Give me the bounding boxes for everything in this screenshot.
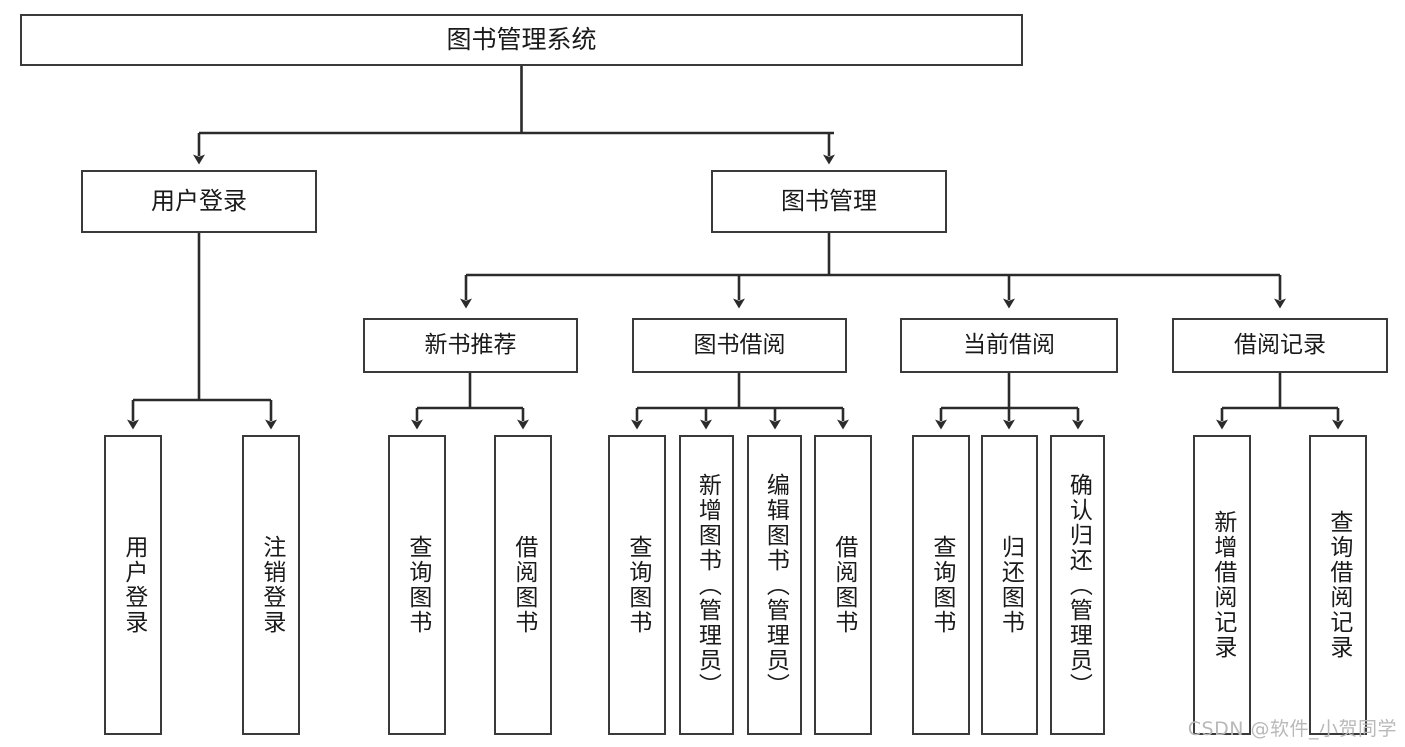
leaf-user-login-login[interactable]: 用户登录 — [104, 435, 162, 735]
node-label: 查询图书 — [624, 535, 651, 635]
node-new-book-recommend[interactable]: 新书推荐 — [363, 318, 578, 373]
leaf-current-borrow-query-book[interactable]: 查询图书 — [912, 435, 970, 735]
node-current-borrow[interactable]: 当前借阅 — [900, 318, 1118, 373]
node-label: 图书管理系统 — [446, 25, 597, 54]
node-label: 新增借阅记录 — [1209, 510, 1236, 660]
node-label: 用户登录 — [120, 535, 147, 635]
node-book-borrow[interactable]: 图书借阅 — [632, 318, 847, 373]
node-label: 注销登录 — [258, 535, 285, 635]
node-book-management[interactable]: 图书管理 — [711, 170, 947, 233]
leaf-new-book-borrow-book[interactable]: 借阅图书 — [494, 435, 552, 735]
leaf-borrow-record-add-record[interactable]: 新增借阅记录 — [1193, 435, 1251, 735]
node-root-book-management-system[interactable]: 图书管理系统 — [20, 14, 1023, 66]
leaf-book-borrow-add-book-admin[interactable]: 新增图书（管理员） — [679, 435, 734, 735]
leaf-new-book-query-book[interactable]: 查询图书 — [388, 435, 446, 735]
node-label: 编辑图书（管理员） — [762, 472, 789, 698]
leaf-book-borrow-borrow-book[interactable]: 借阅图书 — [814, 435, 872, 735]
leaf-borrow-record-query-record[interactable]: 查询借阅记录 — [1309, 435, 1367, 735]
node-label: 图书管理 — [781, 187, 877, 216]
leaf-current-borrow-return-book[interactable]: 归还图书 — [981, 435, 1038, 735]
node-label: 查询图书 — [928, 535, 955, 635]
node-label: 图书借阅 — [693, 331, 786, 358]
node-label: 新书推荐 — [424, 331, 517, 358]
node-label: 用户登录 — [151, 187, 247, 216]
node-label: 查询图书 — [404, 535, 431, 635]
node-user-login[interactable]: 用户登录 — [81, 170, 317, 233]
node-label: 借阅图书 — [830, 535, 857, 635]
node-label: 查询借阅记录 — [1325, 510, 1352, 660]
leaf-current-borrow-confirm-return-admin[interactable]: 确认归还（管理员） — [1050, 435, 1105, 735]
leaf-book-borrow-query-book[interactable]: 查询图书 — [608, 435, 666, 735]
watermark-text: CSDN @软件_小贺同学 — [1187, 718, 1397, 740]
node-label: 当前借阅 — [963, 331, 1055, 358]
node-label: 借阅记录 — [1234, 331, 1326, 358]
node-label: 确认归还（管理员） — [1065, 472, 1092, 698]
node-label: 新增图书（管理员） — [694, 472, 721, 698]
node-label: 借阅图书 — [510, 535, 537, 635]
leaf-book-borrow-edit-book-admin[interactable]: 编辑图书（管理员） — [747, 435, 802, 735]
leaf-user-login-logout[interactable]: 注销登录 — [242, 435, 300, 735]
node-borrow-record[interactable]: 借阅记录 — [1172, 318, 1388, 373]
node-label: 归还图书 — [997, 535, 1024, 635]
